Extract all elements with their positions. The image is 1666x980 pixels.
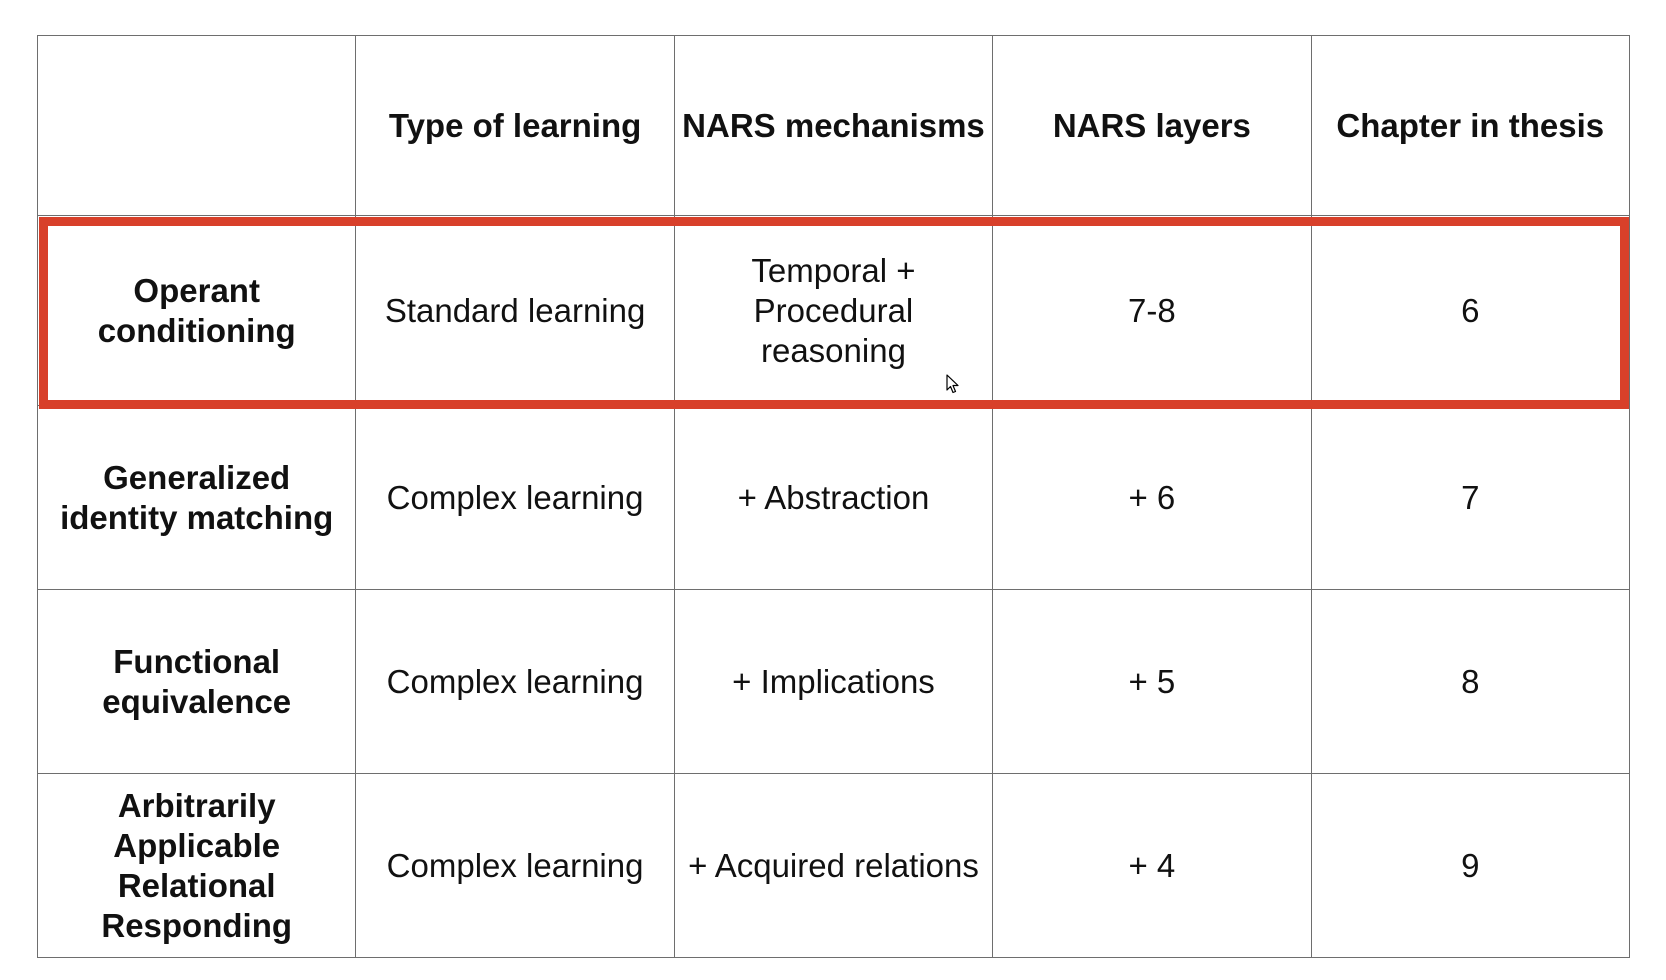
nars-layers-cell: + 4: [992, 773, 1312, 958]
row-label: Generalized identity matching: [36, 405, 357, 590]
row-label-text: Arbitrarily Applicable Relational Respon…: [101, 786, 293, 944]
table-row: Operant conditioning Standard learning T…: [36, 215, 1630, 406]
nars-layers-cell: 7-8: [992, 215, 1312, 406]
header-nars-layers: NARS layers: [992, 35, 1312, 216]
row-label-text: Functional equivalence: [102, 642, 292, 720]
row-label: Functional equivalence: [36, 589, 357, 774]
type-of-learning-cell: Standard learning: [355, 215, 675, 406]
chapter-cell: 9: [1310, 773, 1630, 958]
header-empty: [36, 35, 357, 216]
nars-layers-cell: + 6: [992, 405, 1312, 590]
type-of-learning-cell: Complex learning: [355, 773, 675, 958]
row-label: Operant conditioning: [36, 215, 357, 406]
nars-mechanisms-cell: Temporal + Procedural reasoning: [673, 215, 994, 406]
table-row: Functional equivalence Complex learning …: [36, 589, 1630, 774]
nars-layers-cell: + 5: [992, 589, 1312, 774]
type-of-learning-cell: Complex learning: [355, 405, 675, 590]
comparison-table: Type of learning NARS mechanisms NARS la…: [36, 35, 1630, 958]
table-header-row: Type of learning NARS mechanisms NARS la…: [36, 35, 1630, 216]
type-of-learning-cell: Complex learning: [355, 589, 675, 774]
chapter-cell: 6: [1310, 215, 1630, 406]
table-row: Arbitrarily Applicable Relational Respon…: [36, 773, 1630, 958]
nars-mechanisms-cell: + Acquired relations: [673, 773, 994, 958]
nars-mechanisms-cell: + Abstraction: [673, 405, 994, 590]
nars-mechanisms-cell: + Implications: [673, 589, 994, 774]
chapter-cell: 8: [1310, 589, 1630, 774]
mouse-pointer-icon: [946, 374, 959, 394]
chapter-cell: 7: [1310, 405, 1630, 590]
row-label-text: Generalized identity matching: [60, 458, 334, 536]
header-type-of-learning: Type of learning: [355, 35, 675, 216]
nars-mechanisms-text: Temporal + Procedural reasoning: [751, 251, 916, 369]
header-nars-mechanisms: NARS mechanisms: [673, 35, 994, 216]
table-row: Generalized identity matching Complex le…: [36, 405, 1630, 590]
header-chapter-in-thesis: Chapter in thesis: [1310, 35, 1630, 216]
row-label: Arbitrarily Applicable Relational Respon…: [36, 773, 357, 958]
row-label-text: Operant conditioning: [97, 271, 296, 349]
